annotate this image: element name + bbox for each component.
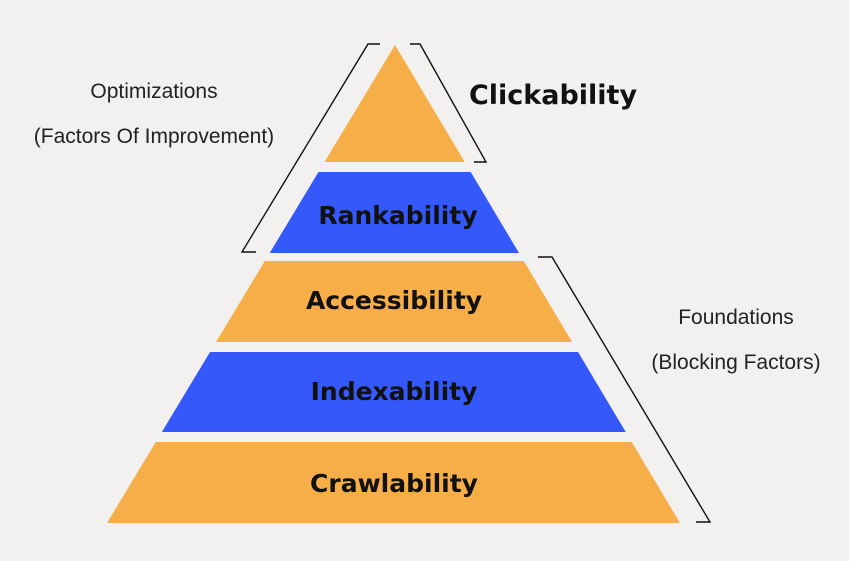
tier-accessibility — [216, 261, 573, 342]
tier-label-accessibility: Accessibility — [306, 286, 482, 315]
tier-label-indexability: Indexability — [311, 377, 478, 406]
foundations-title: Foundations — [678, 306, 794, 329]
tier-label-clickability: Clickability — [469, 80, 638, 111]
tier-clickability — [324, 45, 465, 162]
foundations-subtitle: (Blocking Factors) — [651, 351, 820, 374]
tier-label-crawlability: Crawlability — [310, 469, 478, 498]
clickability-bracket-right — [410, 43, 488, 163]
foundations-bracket-right — [538, 256, 712, 523]
tier-rankability — [269, 172, 520, 253]
optimizations-bracket-left — [240, 43, 380, 253]
tier-indexability — [161, 352, 626, 432]
tier-label-rankability: Rankability — [318, 201, 477, 230]
optimizations-title: Optimizations — [90, 80, 217, 103]
tier-crawlability — [107, 442, 680, 523]
optimizations-subtitle: (Factors Of Improvement) — [34, 125, 274, 148]
